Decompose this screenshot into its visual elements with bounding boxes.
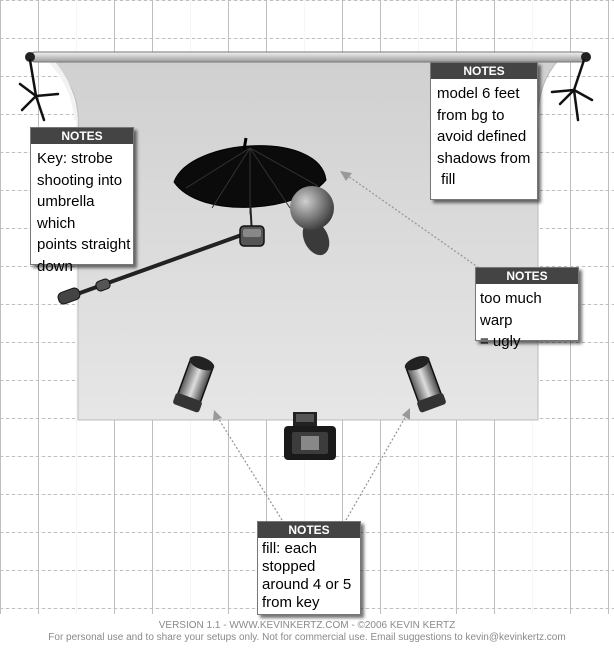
camera-icon xyxy=(284,412,336,460)
note-header: NOTES xyxy=(431,63,537,79)
note-line: stopped xyxy=(262,558,316,575)
note-line: shooting into xyxy=(37,171,123,189)
backdrop-bar xyxy=(25,51,591,63)
backdrop-stand-icon xyxy=(18,58,60,122)
fill-light-icon xyxy=(404,356,446,413)
note-line: umbrella which xyxy=(37,193,95,232)
note-line: around 4 or 5 xyxy=(262,576,352,593)
note-header: NOTES xyxy=(258,522,360,538)
note-line: Key: strobe xyxy=(37,150,113,167)
model-icon xyxy=(290,186,334,256)
note-warp: NOTES too much warp = ugly xyxy=(475,267,579,350)
note-line: down xyxy=(37,257,73,275)
note-line: shadows from xyxy=(437,149,531,167)
footer-disclaimer: For personal use and to share your setup… xyxy=(48,632,566,643)
fill-light-icon xyxy=(173,356,215,413)
note-line: = ugly xyxy=(480,333,521,350)
note-line: model 6 feet xyxy=(437,85,520,102)
strobe-icon xyxy=(239,225,265,247)
arrow-fill-right xyxy=(345,408,410,521)
note-key: NOTES Key: strobe shooting into umbrella… xyxy=(30,127,134,275)
note-header: NOTES xyxy=(31,128,133,144)
note-line: fill xyxy=(437,171,456,188)
note-text: Key: strobe shooting into umbrella which… xyxy=(37,148,133,277)
note-line: points straight xyxy=(37,236,131,253)
arrow-fill-left xyxy=(213,410,283,521)
note-header: NOTES xyxy=(476,268,578,284)
note-line: from key xyxy=(262,594,320,611)
boom-arm-icon xyxy=(57,230,252,305)
footer-version: VERSION 1.1 - WWW.KEVINKERTZ.COM - ©2006… xyxy=(158,620,456,631)
note-line: from bg to xyxy=(437,106,505,124)
note-line: avoid defined xyxy=(437,128,527,145)
note-line: fill: each xyxy=(262,540,318,557)
note-text: too much warp = ugly xyxy=(480,288,578,353)
arrow-distance-to-model xyxy=(340,171,483,271)
note-text: model 6 feet from bg to avoid defined sh… xyxy=(437,83,530,191)
backdrop-stand-icon xyxy=(550,58,594,122)
note-line: too much warp xyxy=(480,290,542,329)
note-distance: NOTES model 6 feet from bg to avoid defi… xyxy=(430,62,538,200)
note-text: fill: each stopped around 4 or 5 from ke… xyxy=(262,540,351,612)
note-fill: NOTES fill: each stopped around 4 or 5 f… xyxy=(257,521,361,615)
